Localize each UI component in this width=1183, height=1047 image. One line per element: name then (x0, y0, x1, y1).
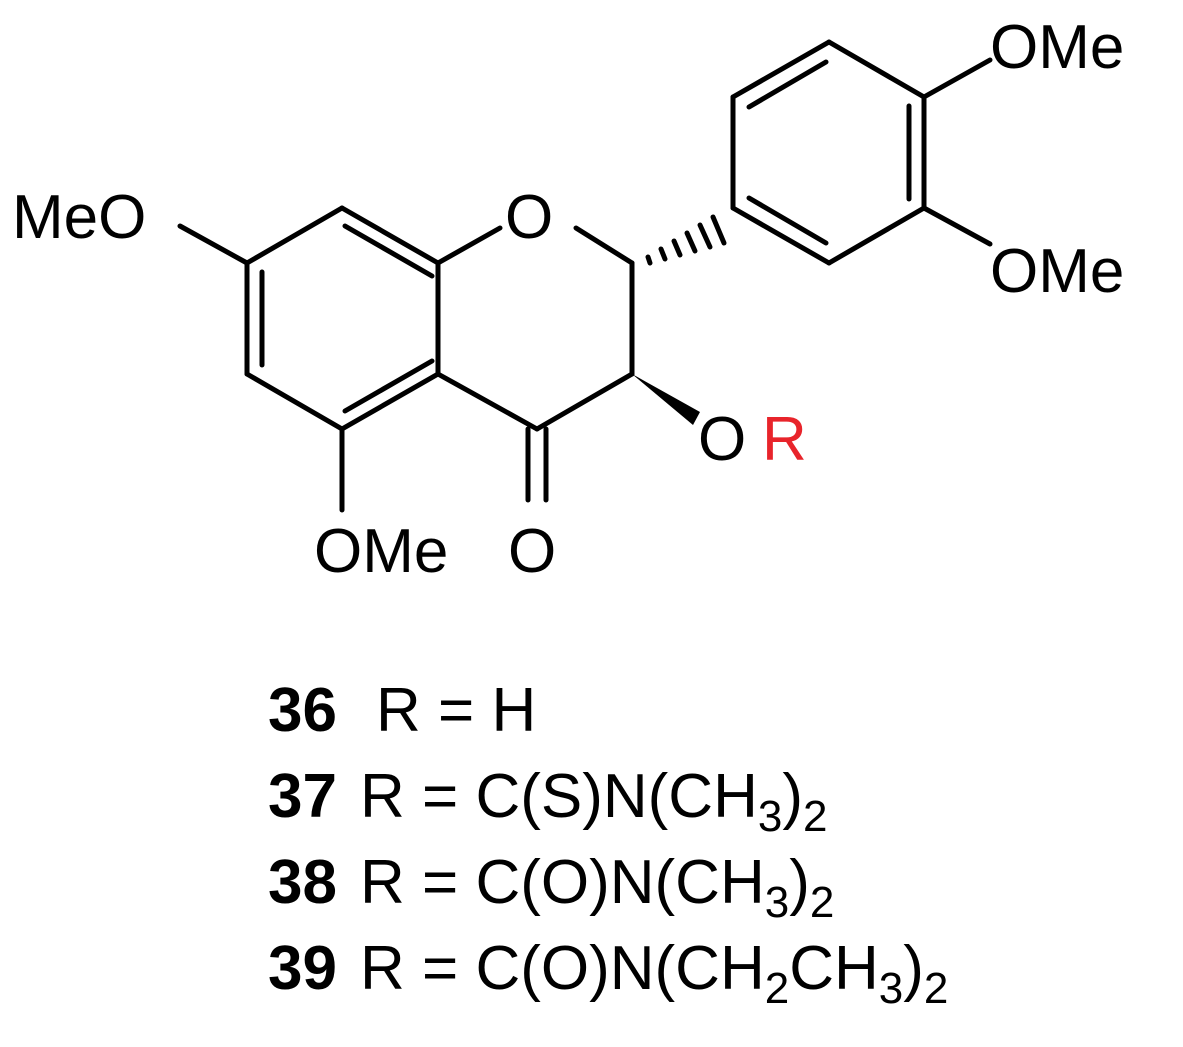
ome-bottom-label: OMe (314, 517, 448, 586)
ring-a-bonds (244, 205, 441, 432)
substituent-bonds (177, 57, 993, 513)
compound-row-39: 39 R = C(O)N(CH2CH3)2 (268, 926, 1168, 1012)
formula: C(O)N(CH2CH3)2 (475, 934, 949, 1013)
compound-row-36: 36 R = H (268, 668, 1168, 754)
r-symbol: R (376, 676, 421, 745)
compound-row-37: 37 R = C(S)N(CH3)2 (268, 754, 1168, 840)
r-symbol: R (360, 762, 405, 831)
equals-sign: = (422, 934, 459, 1003)
r-symbol: R (360, 934, 405, 1003)
r-group-label: R (762, 405, 807, 474)
compound-number: 36 (268, 676, 337, 745)
compound-row-38: 38 R = C(O)N(CH3)2 (268, 840, 1168, 926)
equals-sign: = (422, 762, 459, 831)
r-symbol: R (360, 848, 405, 917)
formula: H (491, 676, 537, 745)
ring-oxygen-label: O (505, 183, 553, 252)
meo-left-label: MeO (12, 183, 146, 252)
ring-b-bonds (730, 39, 927, 266)
ome-right-label: OMe (990, 237, 1124, 306)
ring-c-bonds (435, 225, 635, 503)
formula: C(S)N(CH3)2 (475, 762, 828, 841)
bold-wedge-bond (632, 374, 700, 425)
carbonyl-oxygen-label: O (508, 517, 556, 586)
or-oxygen-label: O (698, 405, 746, 474)
equals-sign: = (438, 676, 475, 745)
stereo-bonds (632, 214, 727, 425)
compound-number: 39 (268, 934, 337, 1003)
formula: C(O)N(CH3)2 (475, 848, 835, 927)
ome-top-label: OMe (990, 13, 1124, 82)
compound-number: 37 (268, 762, 337, 831)
compound-number: 38 (268, 848, 337, 917)
equals-sign: = (422, 848, 459, 917)
hashed-wedge-bond (645, 214, 727, 266)
